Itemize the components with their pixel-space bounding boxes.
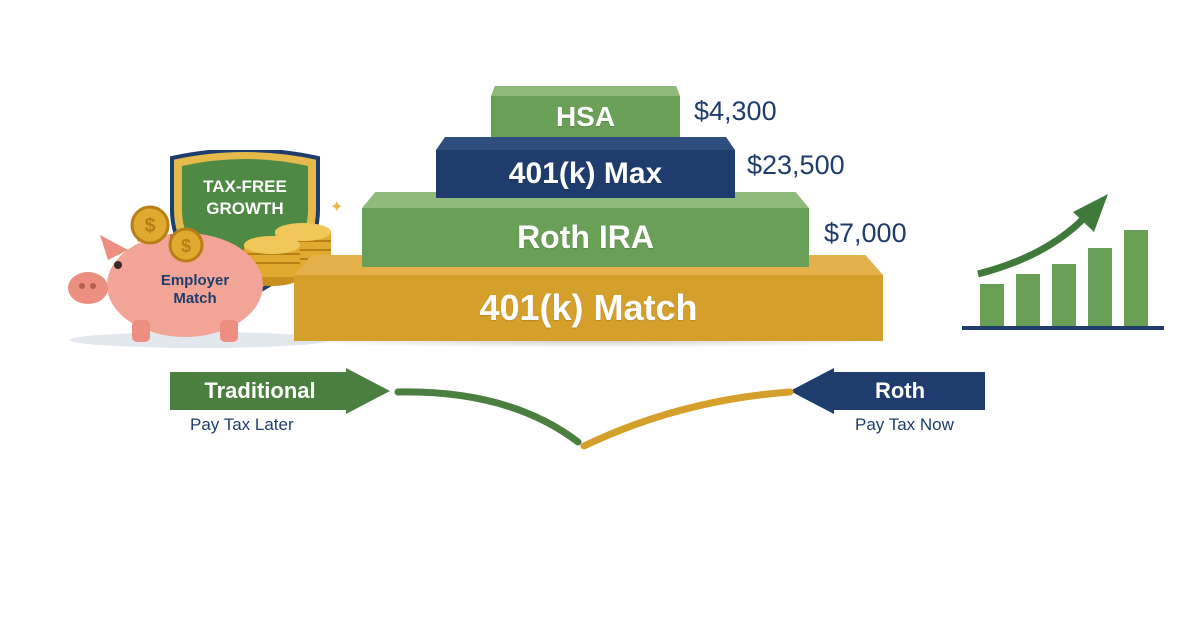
pyramid-tier-401k-max: 401(k) Max — [436, 137, 735, 198]
piggy-line2: Match — [173, 290, 216, 307]
tier-label: HSA — [491, 96, 680, 137]
piggy-line1: Employer — [161, 272, 230, 289]
shield-line1: TAX-FREE — [203, 177, 287, 196]
pyramid-tier-hsa: HSA — [491, 86, 680, 137]
traditional-label: Traditional — [204, 378, 316, 403]
flow-curves — [394, 388, 794, 450]
tier-label: 401(k) Max — [436, 150, 735, 198]
amount-401k-max: $23,500 — [747, 150, 845, 180]
tier-label: Roth IRA — [362, 208, 809, 267]
amount-roth-ira: $7,000 — [824, 218, 907, 248]
svg-text:$: $ — [181, 236, 191, 256]
piggy-bank-icon: $ $ Employer Match — [68, 205, 330, 348]
svg-text:✦: ✦ — [330, 199, 343, 216]
shield-line2: GROWTH — [206, 199, 283, 218]
roth-label: Roth — [874, 378, 926, 403]
roth-sub: Pay Tax Now — [855, 415, 954, 434]
arrow-right-icon — [170, 368, 390, 414]
arrow-left-icon — [790, 368, 985, 414]
pyramid-tier-401k-match: 401(k) Match — [294, 255, 883, 341]
growth-chart-icon — [962, 194, 1164, 330]
traditional-sub: Pay Tax Later — [190, 415, 294, 434]
svg-text:$: $ — [144, 215, 155, 237]
amount-hsa: $4,300 — [694, 96, 777, 126]
pyramid-tier-roth-ira: Roth IRA — [362, 192, 809, 267]
tier-label: 401(k) Match — [294, 275, 883, 341]
